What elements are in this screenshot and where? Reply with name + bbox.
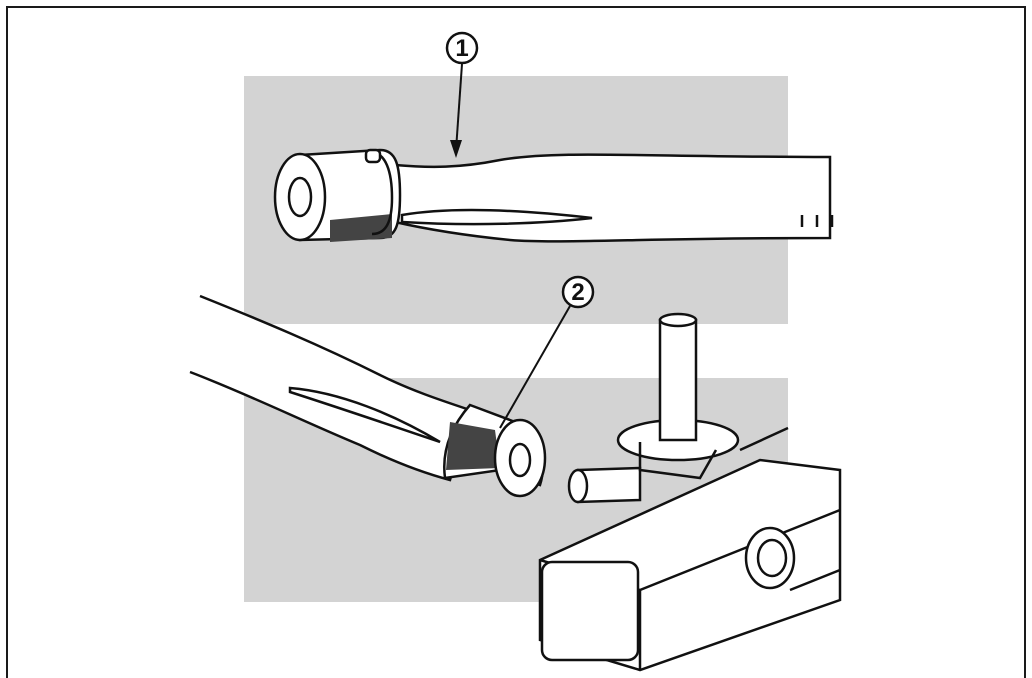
tool-1-knurl xyxy=(330,214,392,242)
callout-2-leader xyxy=(499,305,571,429)
tool-1-ring xyxy=(369,150,394,236)
workpiece-assembly xyxy=(538,312,842,672)
callout-2-label: 2 xyxy=(571,279,584,306)
tool-1-wrench xyxy=(273,148,834,243)
tool-2-socket-hole xyxy=(508,442,532,478)
tool-2-wrench xyxy=(189,294,547,498)
callout-1: 1 xyxy=(445,31,479,158)
tool-2-knurl xyxy=(446,422,500,470)
callout-2-circle xyxy=(561,275,595,309)
callout-1-leader xyxy=(455,63,463,151)
tool-2-slot xyxy=(288,386,441,444)
callout-2: 2 xyxy=(499,275,595,429)
tool-1-slot xyxy=(400,208,593,226)
tool-1-clip xyxy=(364,148,382,164)
vertical-post xyxy=(658,318,698,442)
tool-1-socket-hole xyxy=(287,176,313,218)
callout-1-arrowhead xyxy=(450,140,462,158)
callout-1-circle xyxy=(445,31,479,65)
tool-1-shaft xyxy=(393,153,832,243)
callout-1-label: 1 xyxy=(455,35,468,62)
